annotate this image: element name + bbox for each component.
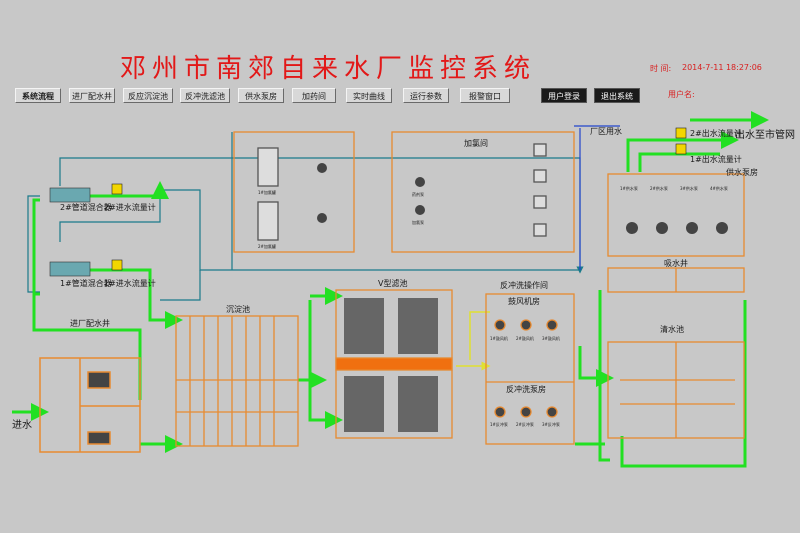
label-jet2: 加氯泵	[412, 219, 424, 225]
clear-water-tank	[607, 267, 745, 439]
label-clear-tank: 清水池	[660, 324, 684, 334]
label-jet1: 药剂泵	[412, 191, 424, 197]
label-flow-out2: 2#出水流量计	[690, 128, 742, 138]
label-sediment-tank: 沉淀池	[226, 304, 250, 314]
nav-run-params[interactable]: 运行参数	[403, 88, 449, 103]
label-dosing-room: 加氯间	[464, 138, 488, 148]
label-supply-pump2: 2#供水泵	[650, 185, 668, 191]
v-filter	[335, 289, 453, 439]
label-bw-pump3: 3#反冲泵	[542, 421, 560, 427]
time-value: 2014-7-11 18:27:06	[682, 63, 762, 72]
label-bw-pump2: 2#反冲泵	[516, 421, 534, 427]
label-backwash-pump-room: 反冲洗泵房	[506, 384, 546, 394]
chlorinator-room	[233, 131, 355, 253]
login-button[interactable]: 用户登录	[541, 88, 587, 103]
app-title: 邓州市南郊自来水厂监控系统	[120, 54, 537, 84]
backwash-room	[485, 293, 575, 445]
label-blower-room: 鼓风机房	[508, 296, 540, 306]
label-inlet-water: 进水	[12, 419, 32, 431]
label-plant-water: 厂区用水	[590, 126, 622, 136]
label-supply-pump-room: 供水泵房	[726, 167, 758, 177]
label-blower3: 3#鼓风机	[542, 335, 560, 341]
nav-alarm-window[interactable]: 报警窗口	[460, 88, 510, 103]
dosing-room	[391, 131, 575, 253]
label-v-filter: V型滤池	[378, 278, 407, 288]
nav-sediment[interactable]: 反应沉淀池	[123, 88, 173, 103]
inlet-well	[39, 357, 141, 453]
label-supply-pump1: 1#供水泵	[620, 185, 638, 191]
nav-system-flow[interactable]: 系统流程	[15, 88, 61, 103]
label-supply-pump3: 3#供水泵	[680, 185, 698, 191]
pipe-mixer-2	[49, 183, 123, 203]
label-suction-well: 吸水井	[664, 258, 688, 268]
label-flow-in2: 2#进水流量计	[104, 202, 156, 212]
nav-dosing[interactable]: 加药间	[292, 88, 336, 103]
nav-backwash-filter[interactable]: 反冲洗滤池	[180, 88, 230, 103]
air-lines	[456, 311, 491, 371]
flow-meter-out-1	[675, 143, 687, 155]
nav-realtime-curve[interactable]: 实时曲线	[346, 88, 392, 103]
label-blower2: 2#鼓风机	[516, 335, 534, 341]
plant-water-lines	[574, 125, 620, 270]
label-flow-in1: 1#进水流量计	[104, 278, 156, 288]
label-outlet: 出水至市管网	[735, 128, 795, 141]
label-backwash-room: 反冲洗操作间	[500, 280, 548, 290]
user-label: 用户名:	[668, 90, 695, 99]
label-inlet-well: 进厂配水井	[70, 318, 110, 328]
dosing-lines	[27, 132, 584, 301]
flow-meter-out-2	[675, 127, 687, 139]
label-mixer1: 1#管道混合器	[60, 278, 112, 288]
label-supply-pump4: 4#供水泵	[710, 185, 728, 191]
exit-button[interactable]: 退出系统	[594, 88, 640, 103]
label-blower1: 1#鼓风机	[490, 335, 508, 341]
time-label: 时 间:	[650, 64, 672, 73]
label-flow-out1: 1#出水流量计	[690, 154, 742, 164]
supply-pump-room	[607, 173, 745, 257]
label-bw-pump1: 1#反冲泵	[490, 421, 508, 427]
label-mixer2: 2#管道混合器	[60, 202, 112, 212]
label-chlorinator1: 1#加氯罐	[258, 189, 276, 195]
water-flow-lines	[12, 111, 769, 468]
nav-inlet-well[interactable]: 进厂配水井	[69, 88, 115, 103]
pipe-mixer-1	[49, 259, 123, 277]
sediment-tank	[175, 315, 299, 447]
label-chlorinator2: 2#加氯罐	[258, 243, 276, 249]
nav-supply-pump[interactable]: 供水泵房	[238, 88, 284, 103]
